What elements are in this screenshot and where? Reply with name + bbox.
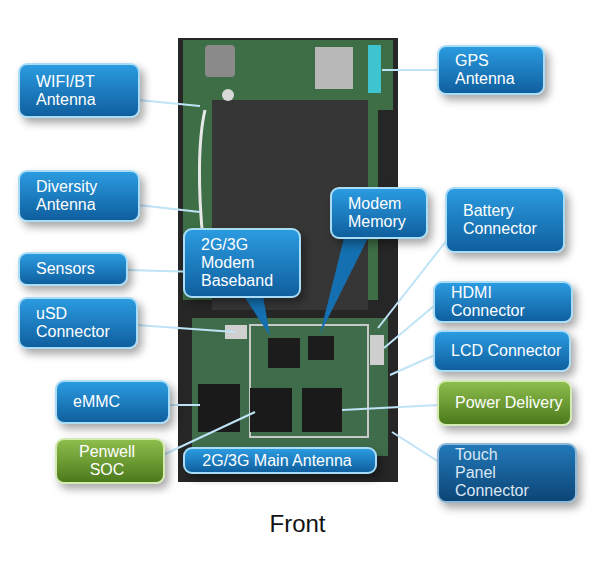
leader-line xyxy=(342,405,439,410)
callout-box: 2G/3G Main Antenna xyxy=(183,447,377,474)
callout-box: Diversity Antenna xyxy=(18,170,140,222)
callout-label: LCD Connector xyxy=(435,342,569,360)
leader-line xyxy=(382,69,439,71)
callout-label: 2G/3G Modem Baseband xyxy=(185,236,287,290)
callout-box: Modem Memory xyxy=(330,187,428,239)
highlight-callout: Power Delivery xyxy=(437,380,572,426)
leader-line xyxy=(138,100,200,106)
leader-line xyxy=(384,305,435,348)
connector-module xyxy=(315,47,353,89)
hdmi-part xyxy=(370,335,384,365)
figure-caption: Front xyxy=(0,510,595,538)
callout-box: LCD Connector xyxy=(433,330,571,372)
callout-pointer xyxy=(320,234,370,334)
leader-lines xyxy=(126,70,447,462)
leader-line xyxy=(392,432,439,462)
callout-box: eMMC xyxy=(55,380,170,424)
callout-label: WIFI/BT Antenna xyxy=(20,73,138,109)
board-background xyxy=(178,38,398,482)
baseband-chip xyxy=(268,338,300,368)
main-pcb xyxy=(192,318,388,456)
highlight-callout: Penwell SOC xyxy=(55,438,165,484)
callout-label: Battery Connector xyxy=(447,202,563,238)
leader-line xyxy=(136,325,235,332)
leader-line xyxy=(390,355,435,375)
callout-label: Modem Memory xyxy=(332,195,426,231)
memory-chip xyxy=(308,336,334,360)
callout-box: GPS Antenna xyxy=(437,45,545,95)
callout-label: GPS Antenna xyxy=(439,52,543,88)
callout-box: Sensors xyxy=(18,252,128,286)
leader-line xyxy=(168,404,200,406)
callout-label: HDMI Connector xyxy=(435,284,571,320)
emmc-chip xyxy=(198,384,240,432)
component xyxy=(222,89,234,101)
callout-label: Touch Panel Connector xyxy=(439,446,546,500)
shield-frame xyxy=(250,325,368,437)
gps-antenna-part xyxy=(368,45,381,93)
callout-box: Battery Connector xyxy=(445,187,565,253)
callout-label: Sensors xyxy=(20,260,126,278)
leader-line xyxy=(138,205,200,212)
antenna-cable xyxy=(199,110,205,240)
callout-label: Diversity Antenna xyxy=(20,178,138,214)
callout-box: Touch Panel Connector xyxy=(437,443,577,503)
callout-box: HDMI Connector xyxy=(433,281,573,323)
soc-chip xyxy=(250,388,292,432)
callout-box: uSD Connector xyxy=(18,297,138,349)
callout-box: WIFI/BT Antenna xyxy=(18,63,140,118)
callout-box: 2G/3G Modem Baseband xyxy=(183,228,301,298)
pmic-chip xyxy=(302,388,342,432)
callout-label: 2G/3G Main Antenna xyxy=(202,452,357,470)
callout-label: uSD Connector xyxy=(20,305,136,341)
callout-label: eMMC xyxy=(57,393,168,411)
callout-label: Power Delivery xyxy=(439,394,570,412)
audio-jack xyxy=(205,45,235,77)
callout-label: Penwell SOC xyxy=(67,443,153,479)
